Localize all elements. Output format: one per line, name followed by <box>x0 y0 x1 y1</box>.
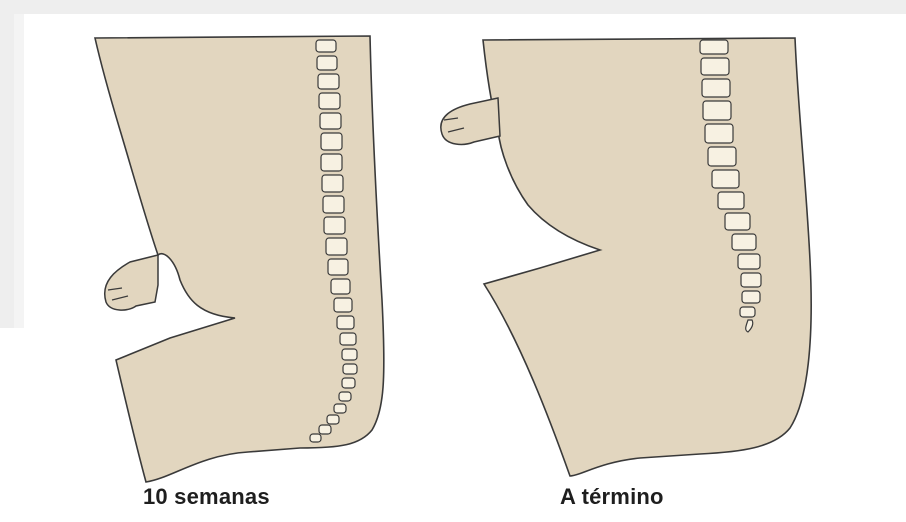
limb-term <box>441 98 500 144</box>
caption-term: A término <box>560 484 664 510</box>
fetus-term-illustration <box>441 38 811 476</box>
fetus-10-weeks-illustration <box>95 36 384 482</box>
trunk-term <box>483 38 811 476</box>
caption-10-weeks: 10 semanas <box>143 484 270 510</box>
limb-bud-10-weeks <box>105 255 158 310</box>
